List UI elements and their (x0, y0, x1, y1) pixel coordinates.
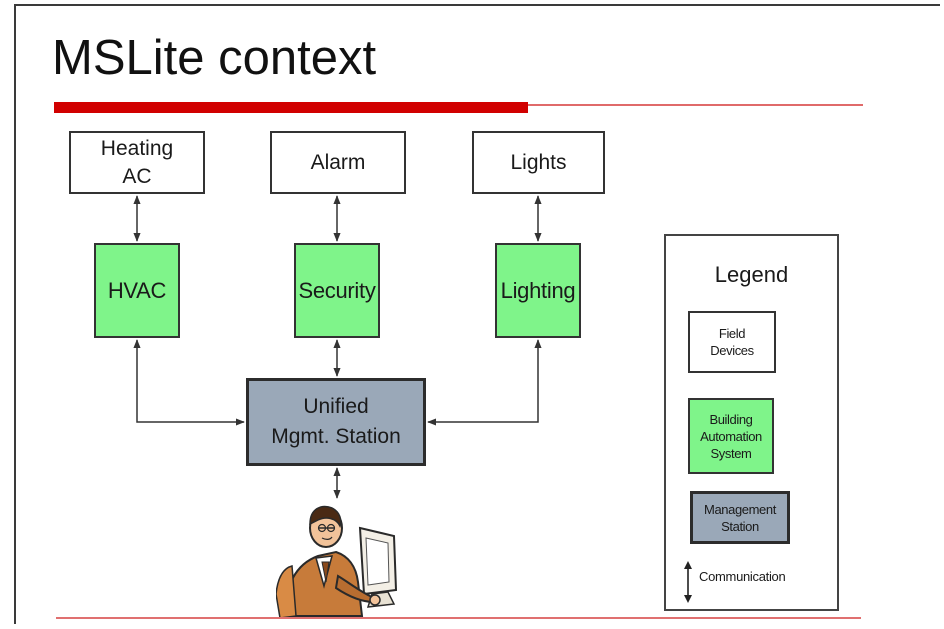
system-hvac: HVAC (94, 243, 180, 338)
system-security-label: Security (298, 277, 376, 303)
field-device-lights: Lights (472, 131, 605, 194)
system-security: Security (294, 243, 380, 338)
operator-user-icon (276, 505, 398, 619)
connector-hvac-station (133, 339, 245, 426)
field-device-alarm: Alarm (270, 131, 406, 194)
legend-communication-arrow-icon (684, 561, 692, 603)
legend-management-station: Management Station (690, 491, 790, 544)
slide-title: MSLite context (52, 31, 377, 85)
field-device-lights-label: Lights (510, 150, 567, 174)
legend-building-automation-system-label: Building Automation System (700, 411, 762, 461)
legend-field-devices: Field Devices (688, 311, 776, 373)
legend-panel: Legend Field Devices Building Automation… (664, 234, 839, 611)
legend-communication-label: Communication (699, 569, 786, 584)
legend-building-automation-system: Building Automation System (688, 398, 774, 474)
legend-field-devices-label: Field Devices (710, 326, 754, 358)
connector-lighting-station (427, 339, 542, 426)
unified-mgmt-station: Unified Mgmt. Station (246, 378, 426, 466)
legend-title: Legend (714, 262, 789, 287)
title-underline-thick (54, 102, 528, 113)
system-lighting: Lighting (495, 243, 581, 338)
title-underline-thin (528, 104, 863, 106)
slide-frame (14, 4, 940, 624)
system-hvac-label: HVAC (107, 277, 167, 303)
field-device-heating-ac-label: Heating AC (100, 136, 174, 188)
field-device-heating-ac: Heating AC (69, 131, 205, 194)
footer-rule (56, 617, 861, 619)
field-device-alarm-label: Alarm (310, 150, 366, 174)
unified-mgmt-station-label: Unified Mgmt. Station (271, 395, 401, 448)
system-lighting-label: Lighting (500, 277, 576, 303)
legend-management-station-label: Management Station (704, 501, 776, 534)
